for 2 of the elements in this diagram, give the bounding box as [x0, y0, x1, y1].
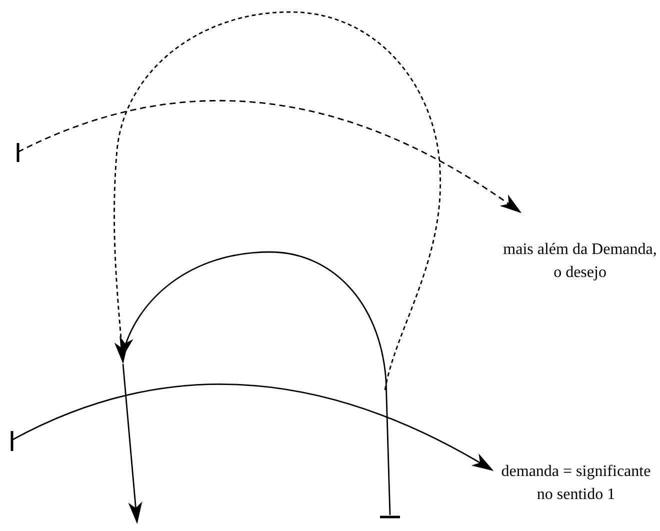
annotation-text: mais além da Demanda, o desejo	[502, 240, 658, 283]
annotation-text: demanda = significante no sentido 1	[500, 462, 652, 505]
